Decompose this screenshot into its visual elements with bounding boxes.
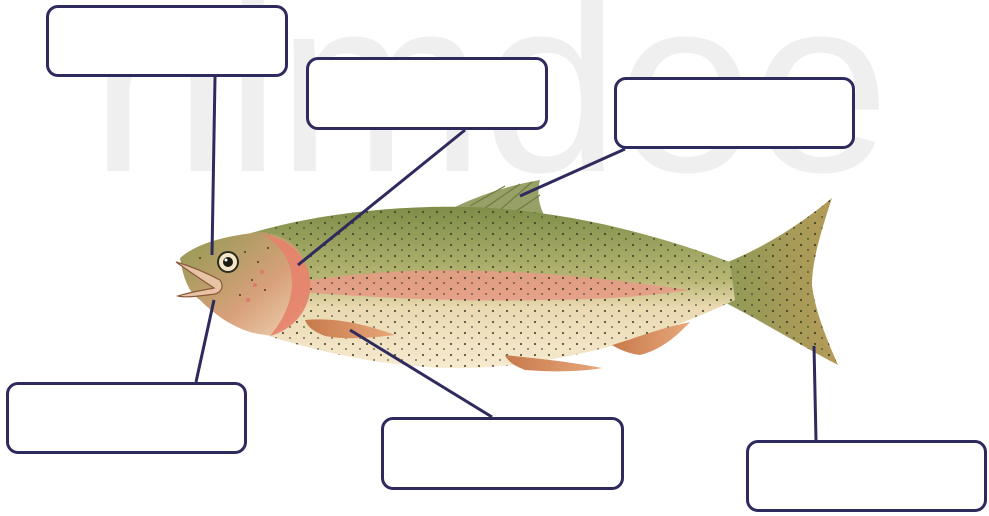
leader-line-mouth: [196, 300, 214, 382]
label-box-pectoral-fin[interactable]: [381, 417, 624, 490]
leader-line-tail: [814, 346, 816, 440]
label-box-eye[interactable]: [46, 5, 288, 77]
leader-line-dorsal: [520, 149, 625, 196]
label-box-dorsal-fin[interactable]: [614, 77, 855, 149]
label-box-tail-fin[interactable]: [746, 440, 987, 512]
leader-line-eye: [212, 77, 215, 255]
label-box-mouth[interactable]: [6, 382, 247, 454]
label-box-gill-cover[interactable]: [306, 57, 548, 130]
